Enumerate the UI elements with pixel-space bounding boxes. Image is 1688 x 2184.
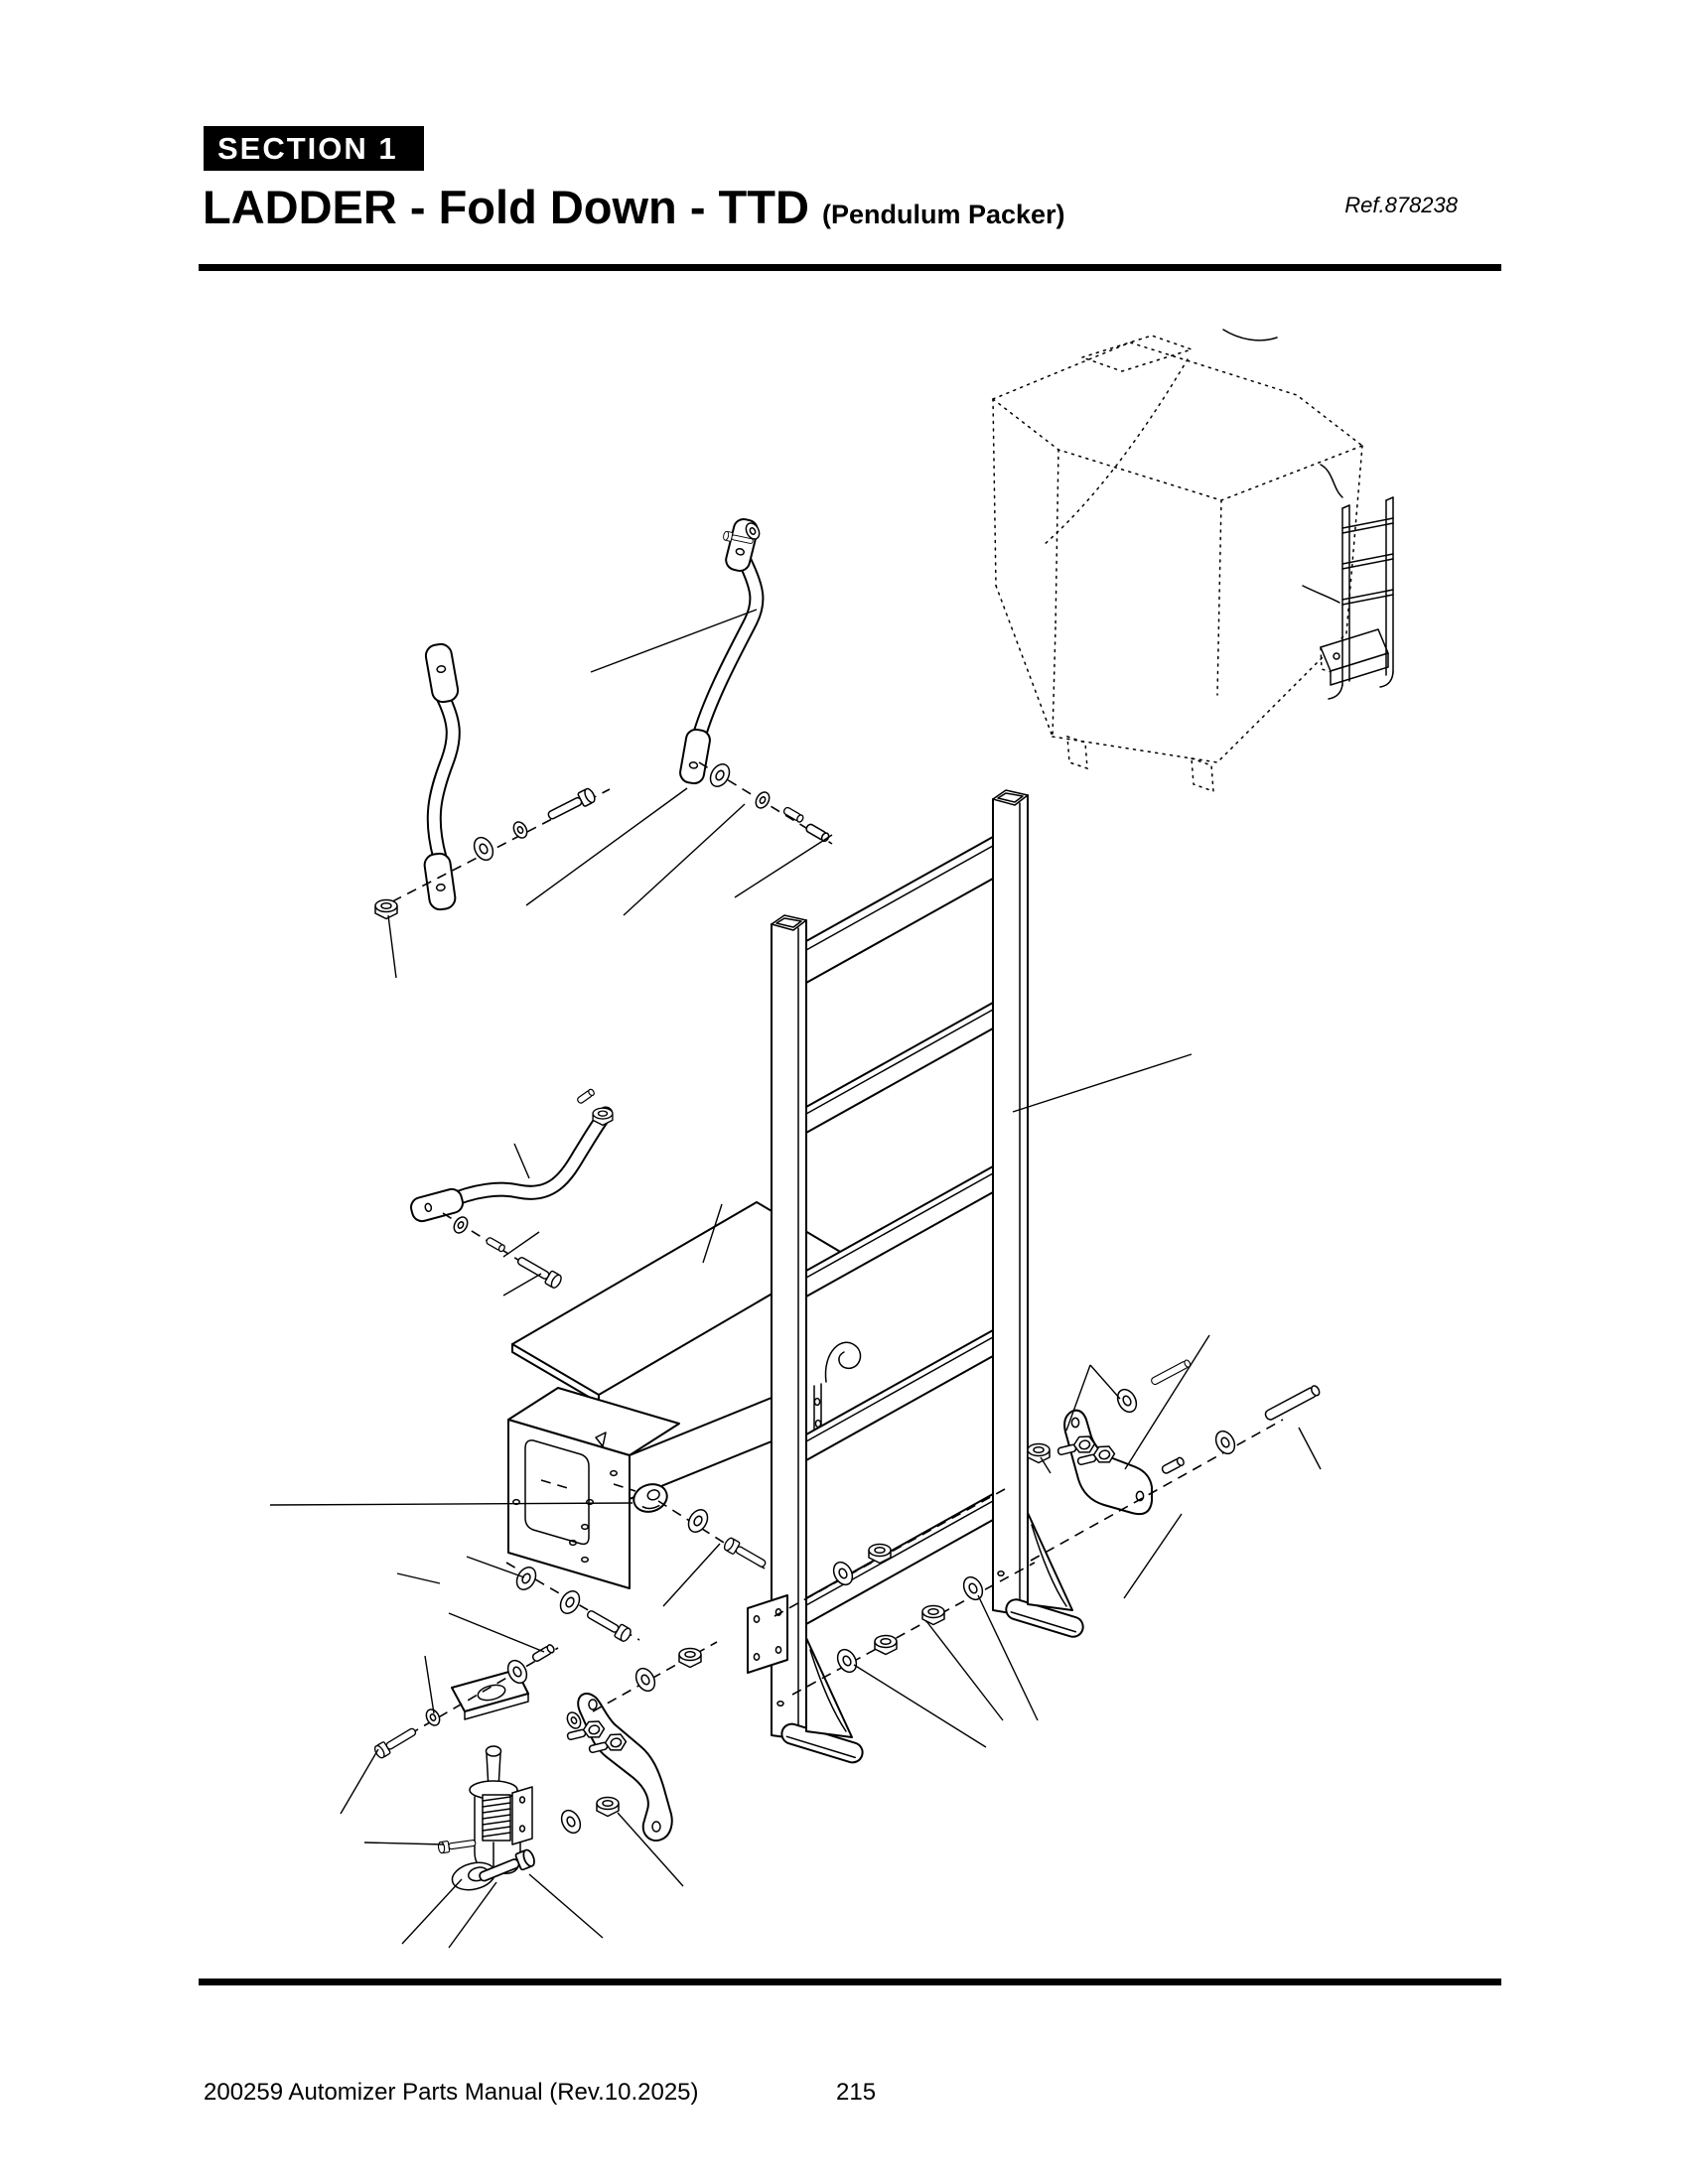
round-head-bolt	[803, 822, 831, 844]
washer	[752, 788, 774, 812]
ladder-rung	[805, 1002, 994, 1134]
washer	[632, 1664, 659, 1696]
nut	[678, 1647, 702, 1669]
nut	[874, 1634, 898, 1656]
spacer-pin	[485, 1236, 506, 1254]
ref-number: Ref.878238	[1344, 193, 1458, 217]
ladder-rung	[805, 1493, 994, 1625]
nut	[374, 898, 398, 920]
warning-triangle-icon	[595, 1432, 607, 1447]
strap-detail	[1222, 329, 1278, 341]
ladder-foot-right	[1005, 1512, 1084, 1638]
nut	[1027, 1442, 1051, 1464]
bolt	[584, 1606, 633, 1644]
overview-handle-upper	[1320, 464, 1343, 498]
section-badge: SECTION 1	[204, 126, 424, 171]
washer	[450, 1213, 472, 1237]
machine-overview-inset	[992, 329, 1394, 793]
control-box-bracket	[507, 1387, 777, 1589]
right-side-bracket	[1055, 1409, 1153, 1516]
washer	[511, 1563, 541, 1594]
page-title-text: LADDER - Fold Down - TTD	[203, 181, 809, 233]
ladder-rung	[805, 1329, 994, 1461]
washer	[1211, 1427, 1239, 1458]
washer	[1113, 1385, 1141, 1417]
overview-handle-lower	[1302, 585, 1340, 604]
washer	[509, 818, 531, 842]
washer	[555, 1586, 585, 1618]
rubber-knob	[633, 1483, 668, 1513]
overview-mini-ladder	[1320, 496, 1394, 700]
page-title: LADDER - Fold Down - TTD (Pendulum Packe…	[203, 182, 1065, 233]
footer-page-number: 215	[836, 2079, 877, 2106]
leader-lines	[269, 609, 1322, 1949]
footer-rule	[199, 1979, 1501, 1985]
bolt	[722, 1536, 770, 1571]
ladder-foot-left	[780, 1637, 864, 1764]
spacer-tube	[1149, 1358, 1193, 1387]
footer-manual-title: 200259 Automizer Parts Manual (Rev.10.20…	[204, 2079, 699, 2106]
lower-curved-bracket	[564, 1693, 673, 1842]
nut	[596, 1796, 620, 1818]
grab-handle-strap	[423, 642, 461, 911]
panel-cutout	[524, 1439, 590, 1546]
ladder-rung	[805, 1165, 994, 1297]
grab-handle-upper	[679, 517, 765, 785]
washer	[557, 1806, 585, 1838]
page-title-suffix: (Pendulum Packer)	[821, 200, 1065, 229]
latch-spring-assembly	[451, 1745, 533, 1891]
header-rule	[199, 264, 1501, 271]
spacer-pin	[1160, 1455, 1187, 1476]
grab-handle-lower	[410, 1087, 614, 1223]
clevis-pin	[1263, 1383, 1323, 1423]
washer	[959, 1572, 987, 1604]
washer	[683, 1505, 713, 1537]
bolt	[372, 1723, 419, 1760]
mounting-plate	[747, 1594, 788, 1674]
flanged-pin	[530, 1642, 557, 1664]
ladder-assembly	[747, 789, 1084, 1764]
latch-plate-bracket	[451, 1669, 529, 1720]
bolt	[437, 1837, 478, 1854]
handle-pin	[575, 1087, 597, 1105]
washer	[833, 1645, 861, 1677]
washer	[705, 759, 735, 791]
bolt	[544, 786, 598, 824]
ladder-top-rail	[805, 836, 994, 984]
